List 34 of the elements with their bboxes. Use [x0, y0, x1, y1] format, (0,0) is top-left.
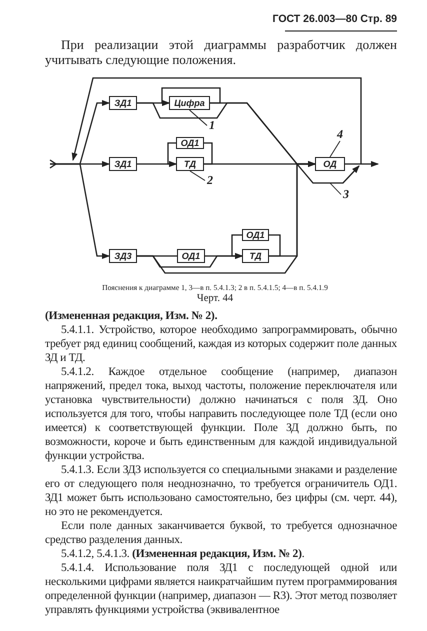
paragraph: 5.4.1.4. Использование поля ЗД1 с последующей одной или несколькими цифрами является наикратчайшим путем программирования определенной функции (например, диапазон — R3). Этот метод позволяет управлять функциями устройства (эквивалентное: [45, 561, 397, 617]
leader-line: [330, 140, 340, 158]
leader-line: [189, 110, 208, 126]
syntax-element-box: ЗД3: [109, 249, 137, 263]
syntax-element-box: ТД: [242, 249, 269, 263]
figure-caption: Черт. 44: [196, 293, 234, 304]
syntax-element-box: Цифра: [169, 96, 210, 110]
arrow: [137, 161, 316, 274]
callout-number: 2: [205, 174, 215, 187]
arrow: [50, 163, 110, 259]
syntax-element-box: ОД1: [176, 137, 204, 149]
paragraph: При реализации этой диаграммы разработчик должен учитывать следующие положения.: [45, 37, 397, 67]
syntax-element-box: ОД1: [242, 229, 269, 241]
arrow: [345, 161, 379, 167]
callout-number: 1: [207, 119, 217, 132]
paragraph: Если поле данных заканчивается буквой, то требуется однозначное средство разделения данных.: [45, 519, 397, 547]
syntax-element-box: ОД: [315, 157, 345, 171]
revision-note: 5.4.1.2, 5.4.1.3. (Измененная редакция, Изм. № 2).: [60, 547, 306, 561]
paragraph: 5.4.1.2. Каждое отдельное сообщение (например, диапазон напряжений, предел тока, выход частоты, положение переключателя или установка чувствительности) должно начинаться с поля ЗД. Оно используется для того, чтобы направить последующее поле ТД (если оно имеется) к соответствующей функции. Поле ЗД должно быть, по возможности, короче и быть единственным для каждой индивидуальной функции устройства.: [45, 365, 397, 463]
syntax-element-box: ЗД1: [109, 157, 137, 171]
revision-note: (Измененная редакция, Изм. № 2).: [45, 309, 218, 323]
syntax-element-box: ЗД1: [109, 96, 137, 110]
arrow: [161, 87, 221, 106]
paragraph: 5.4.1.3. Если ЗД3 используется со специальными знаками и разделение его от следующего поля неоднозначно, то требуется ограничитель ОД1. ЗД1 может быть использовано самостоятельно, без цифры (см. черт. 44), но это не рекомендуется.: [45, 463, 397, 519]
callout-number: 3: [341, 188, 351, 201]
syntax-element-box: ТД: [176, 157, 204, 171]
arrow: [167, 142, 177, 167]
paragraph: 5.4.1.1. Устройство, которое необходимо запрограммировать, обычно требует ряд единиц сообщений, каждая из которых содержит поле данных ЗД и ТД.: [45, 323, 397, 365]
callout-number: 4: [335, 128, 345, 141]
leader-line: [190, 170, 206, 181]
page-header: ГОСТ 26.003—80 Стр. 89: [272, 13, 397, 25]
leader-line: [330, 182, 342, 195]
syntax-element-box: ОД1: [177, 249, 205, 263]
arrow: [231, 234, 243, 259]
